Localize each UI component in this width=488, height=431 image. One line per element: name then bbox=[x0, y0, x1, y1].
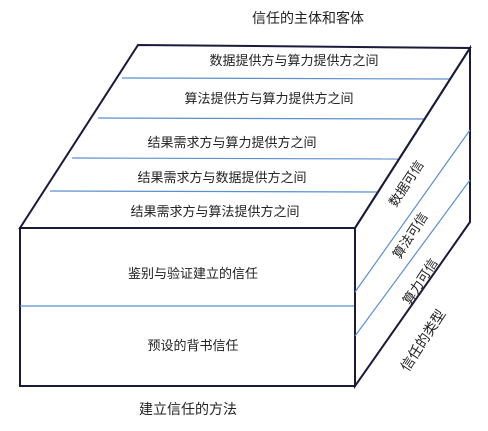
bottom-caption: 建立信任的方法 bbox=[139, 402, 237, 418]
side-face-dividers bbox=[354, 129, 471, 337]
front-layer-label: 鉴别与验证建立的信任 bbox=[128, 266, 258, 282]
front-face bbox=[19, 227, 356, 387]
top-layer-label: 算法提供方与算力提供方之间 bbox=[184, 91, 353, 107]
top-face-dividers bbox=[49, 77, 451, 193]
top-layer-label: 结果需求方与算法提供方之间 bbox=[130, 204, 299, 220]
side-axis-label: 信任的类型 bbox=[398, 307, 450, 374]
front-layer-label: 预设的背书信任 bbox=[147, 338, 238, 354]
diagram-title: 信任的主体和客体 bbox=[252, 10, 364, 27]
top-layer-label: 结果需求方与数据提供方之间 bbox=[137, 170, 306, 186]
top-layer-label: 结果需求方与算力提供方之间 bbox=[147, 135, 316, 151]
side-layer-label: 算力可信 bbox=[401, 256, 442, 308]
side-face bbox=[354, 44, 471, 390]
top-layer-label: 数据提供方与算力提供方之间 bbox=[209, 53, 378, 69]
side-layer-label: 数据可信 bbox=[387, 158, 428, 210]
side-layer-label: 算法可信 bbox=[391, 210, 432, 262]
